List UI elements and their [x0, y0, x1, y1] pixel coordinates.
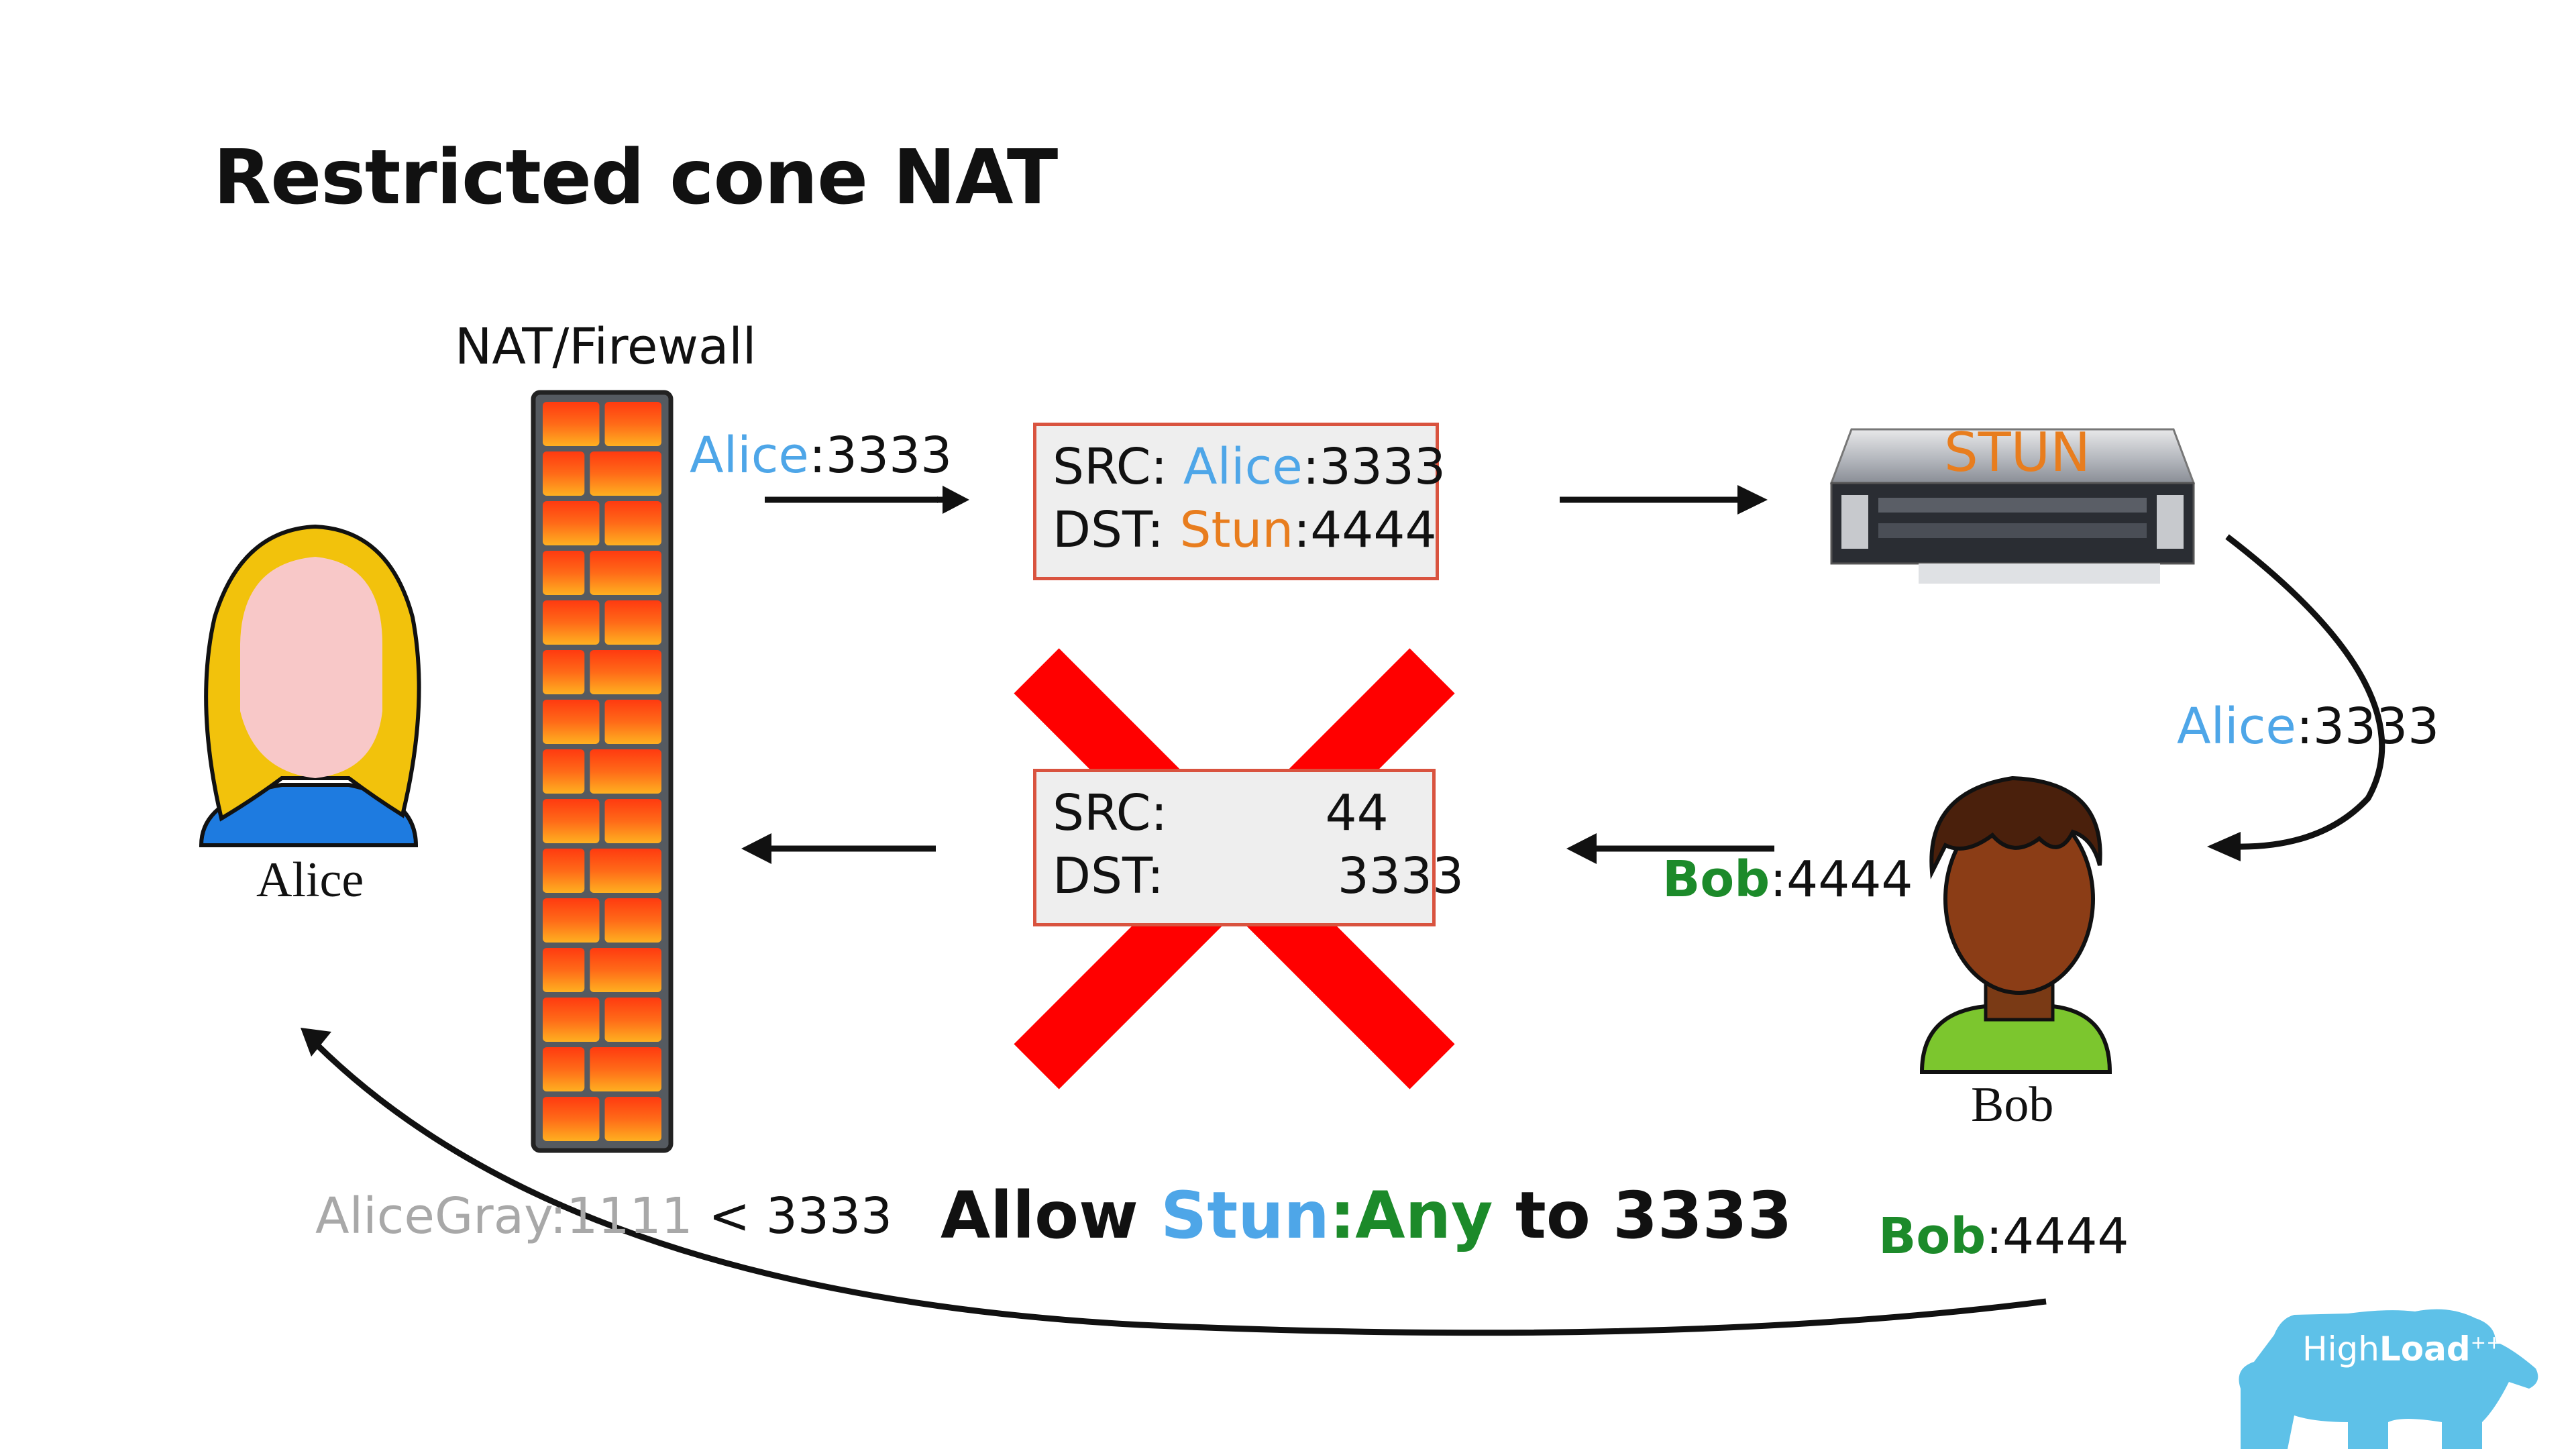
firewall-brick [543, 799, 600, 843]
firewall-brick [604, 600, 661, 645]
firewall-brick [543, 551, 585, 595]
alice-gray-label: AliceGray:1111 < 3333 [315, 1187, 893, 1245]
firewall-brick [590, 948, 661, 992]
firewall-brick [604, 998, 661, 1042]
firewall-brick [590, 650, 661, 694]
bob-label: Bob [1971, 1077, 2054, 1132]
firewall-icon [531, 390, 674, 1153]
firewall-brick [543, 948, 585, 992]
firewall-brick [604, 700, 661, 744]
packet-back-dst: DST: 3333 [1053, 847, 1464, 905]
firewall-label: NAT/Firewall [455, 318, 757, 376]
alice-label: Alice [256, 853, 364, 908]
firewall-brick [543, 600, 600, 645]
alice-avatar-icon [199, 524, 421, 847]
firewall-brick [543, 501, 600, 545]
stun-to-bob-label: Alice:3333 [2177, 698, 2440, 755]
firewall-brick [590, 451, 661, 496]
firewall-brick [543, 1097, 600, 1141]
firewall-brick [543, 849, 585, 893]
bob-back-label: Bob:4444 [1662, 851, 1913, 908]
alice-name: Alice [690, 427, 809, 484]
bob-avatar-icon [1919, 775, 2112, 1074]
allow-rule-text: Allow Stun:Any to 3333 [941, 1178, 1792, 1253]
firewall-brick [590, 1047, 661, 1091]
firewall-brick [543, 998, 600, 1042]
page-title: Restricted cone NAT [213, 134, 1058, 221]
stun-to-bob-arrow [2225, 534, 2385, 850]
packet-out-dst: DST: Stun:4444 [1053, 501, 1437, 559]
packet-back-box: SRC: 44 DST: 3333 [1033, 769, 1464, 926]
alice-port: :3333 [808, 427, 953, 484]
firewall-brick [590, 749, 661, 794]
firewall-brick [604, 501, 661, 545]
packet-out-src: SRC: Alice:3333 [1053, 438, 1446, 496]
firewall-brick [590, 551, 661, 595]
firewall-brick [543, 898, 600, 943]
bob-to-alice-arrow [313, 1040, 2047, 1336]
highload-logo-text: HighLoad++ [2302, 1330, 2502, 1368]
stun-server-icon [1829, 428, 2196, 584]
bob-bottom-label: Bob:4444 [1878, 1208, 2129, 1265]
firewall-brick [543, 451, 585, 496]
firewall-brick [604, 898, 661, 943]
firewall-brick [590, 849, 661, 893]
highload-bear-logo [2239, 1309, 2538, 1449]
firewall-brick [604, 799, 661, 843]
firewall-brick [543, 1047, 585, 1091]
firewall-brick [543, 402, 600, 446]
firewall-brick [543, 749, 585, 794]
stun-label: STUN [1944, 421, 2091, 484]
firewall-brick [543, 700, 600, 744]
alice-port-label: Alice:3333 [690, 427, 952, 484]
firewall-brick [604, 402, 661, 446]
packet-out-box: SRC: Alice:3333 DST: Stun:4444 [1033, 423, 1446, 580]
firewall-brick [543, 650, 585, 694]
packet-back-src: SRC: 44 [1053, 784, 1389, 842]
firewall-brick [604, 1097, 661, 1141]
